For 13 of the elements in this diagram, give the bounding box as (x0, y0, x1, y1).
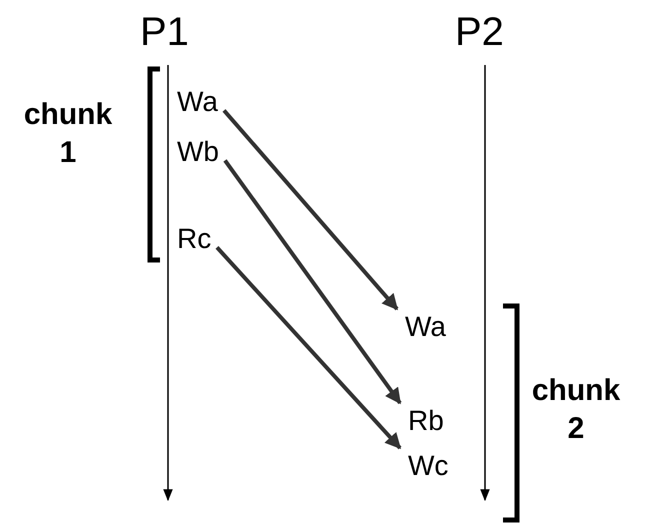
chunk-label: chunk 1 (22, 97, 114, 170)
operation-label: Rb (408, 407, 444, 435)
process-label: P1 (140, 12, 189, 52)
operation-label: Wc (408, 452, 448, 480)
arrow (223, 159, 402, 404)
arrow (216, 246, 402, 450)
chunk-label: chunk 2 (530, 373, 622, 446)
operation-label: Rc (177, 225, 212, 253)
arrow (222, 109, 398, 310)
operation-label: Wb (177, 138, 219, 166)
process-label: P2 (455, 12, 504, 52)
operation-label: Wa (405, 313, 446, 341)
operation-label: Wa (177, 88, 218, 116)
